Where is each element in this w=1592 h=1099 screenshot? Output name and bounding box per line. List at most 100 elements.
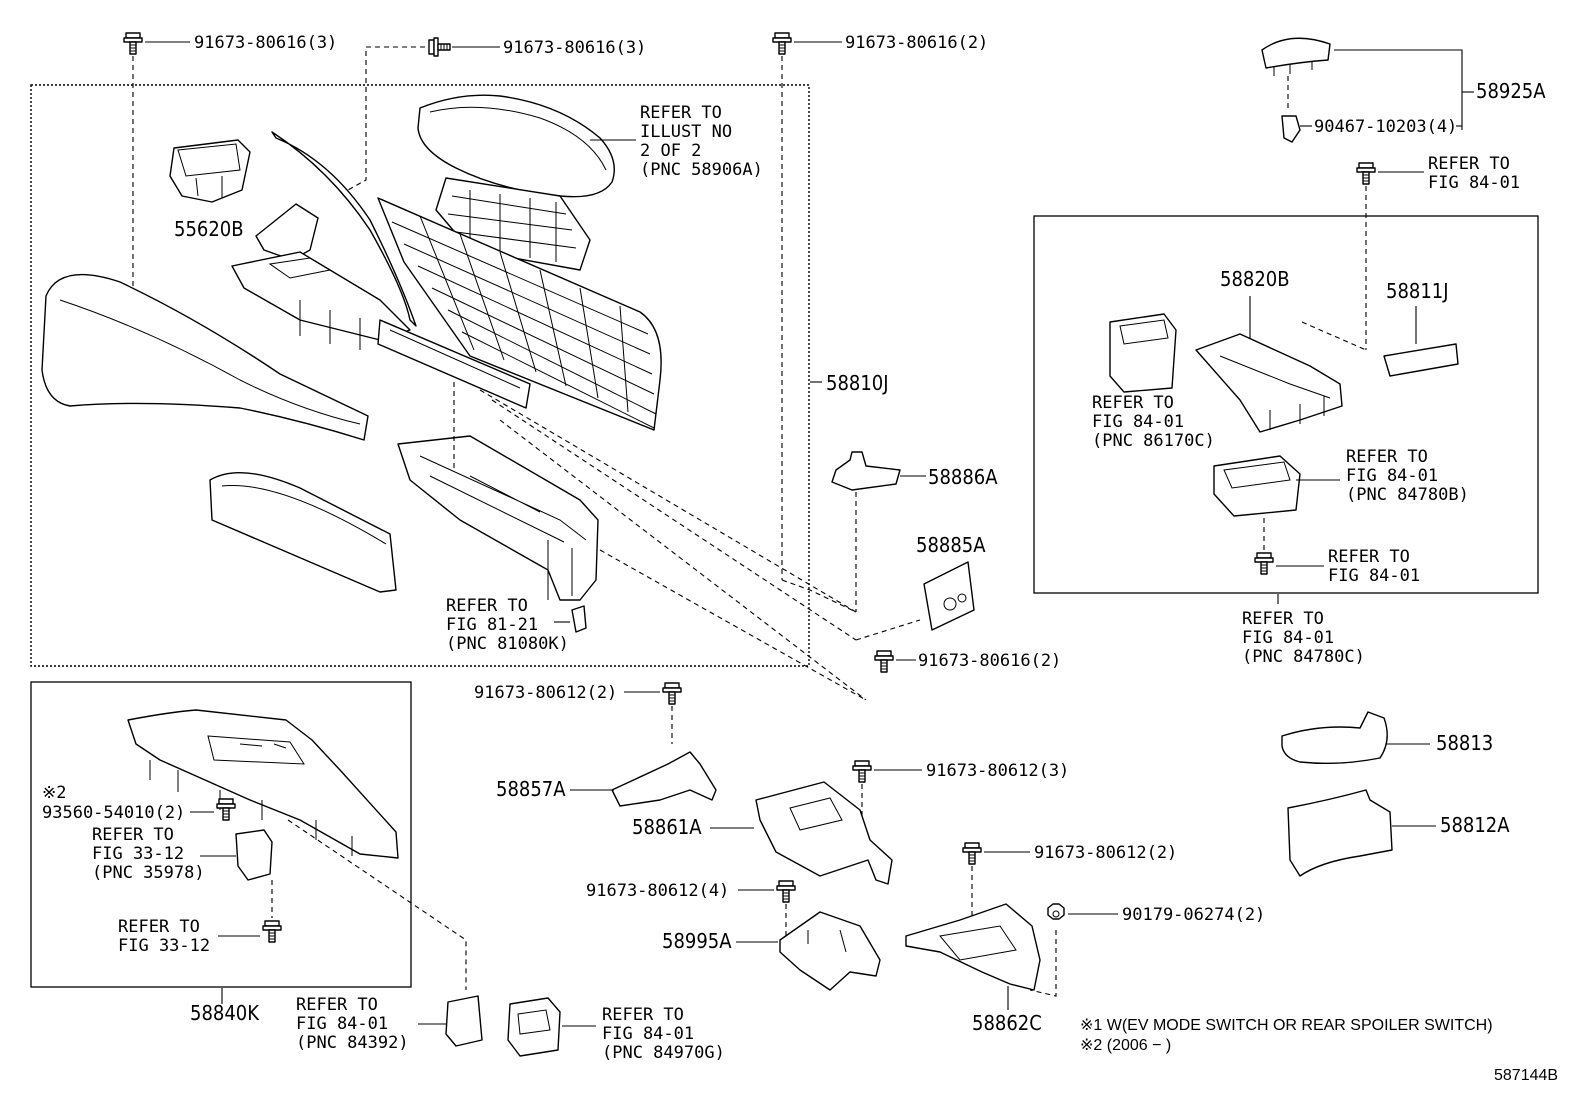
figure-id: 587144B <box>1494 1067 1558 1084</box>
bolt-label-91673-80616-2b: 91673-80616(2) <box>918 651 1061 671</box>
bolt-91673-80612-a <box>624 682 682 744</box>
svg-text:REFER TO: REFER TO <box>1328 547 1410 567</box>
bracket-58995A <box>736 911 881 991</box>
svg-text:FIG 84-01: FIG 84-01 <box>296 1014 388 1034</box>
svg-text:REFER TO: REFER TO <box>640 103 722 123</box>
svg-text:(PNC 35978): (PNC 35978) <box>92 863 205 883</box>
clip-90467-10203 <box>1281 76 1462 143</box>
detail-frame-58840K <box>30 681 412 988</box>
footnote-2: ※2 (2006 − ) <box>1080 1037 1171 1054</box>
ref-86170C: REFER TO FIG 84-01 (PNC 86170C) <box>1092 393 1215 451</box>
part-number-58886A: 58886A <box>928 465 998 489</box>
left-side-panel <box>41 273 369 441</box>
svg-text:FIG 84-01: FIG 84-01 <box>1428 173 1520 193</box>
svg-text:REFER TO: REFER TO <box>1346 447 1428 467</box>
bolt-refer-33-12 <box>218 880 282 943</box>
cup-holder-55620B <box>169 139 251 203</box>
bolt-label-91673-80616-3a: 91673-80616(3) <box>194 33 337 53</box>
trim-58811J <box>1301 306 1459 377</box>
switch-84392 <box>418 995 483 1047</box>
assembly-frame-58810J <box>30 84 810 667</box>
svg-text:REFER TO: REFER TO <box>1242 609 1324 629</box>
svg-text:(PNC 86170C): (PNC 86170C) <box>1092 431 1215 451</box>
part-number-58925A: 58925A <box>1476 79 1546 103</box>
bracket-58857A <box>570 751 717 807</box>
switch-35978 <box>200 829 273 881</box>
bolt-label-91673-80616-3b: 91673-80616(3) <box>503 38 646 58</box>
svg-text:FIG 84-01: FIG 84-01 <box>1346 466 1438 486</box>
console-grid-panel <box>377 197 662 431</box>
svg-text:REFER TO: REFER TO <box>1092 393 1174 413</box>
svg-text:FIG 84-01: FIG 84-01 <box>1328 566 1420 586</box>
switch-84780B <box>1213 455 1340 550</box>
note-mark-2: ※2 <box>42 783 66 803</box>
svg-text:FIG 33-12: FIG 33-12 <box>118 936 210 956</box>
bolt-93560-54010 <box>190 798 236 821</box>
ref-84780C: REFER TO FIG 84-01 (PNC 84780C) <box>1242 609 1365 667</box>
bolt-refer-84-01-right <box>1254 552 1324 575</box>
svg-text:FIG 84-01: FIG 84-01 <box>1242 628 1334 648</box>
part-number-58820B: 58820B <box>1220 267 1290 291</box>
svg-text:(PNC 81080K): (PNC 81080K) <box>446 634 569 654</box>
bolt-91673-80612-c <box>738 880 796 940</box>
svg-text:(PNC 84780B): (PNC 84780B) <box>1346 485 1469 505</box>
svg-text:FIG 84-01: FIG 84-01 <box>602 1024 694 1044</box>
svg-text:ILLUST NO: ILLUST NO <box>640 122 732 142</box>
lower-trim-panel <box>209 471 397 593</box>
center-rail <box>377 319 531 409</box>
ref-84392: REFER TO FIG 84-01 (PNC 84392) <box>296 995 409 1053</box>
ref-84780B: REFER TO FIG 84-01 (PNC 84780B) <box>1346 447 1469 505</box>
clip-label-90467-10203-4: 90467-10203(4) <box>1314 117 1457 137</box>
bolt-91673-80616-b <box>347 37 500 191</box>
footnote-1: ※1 W(EV MODE SWITCH OR REAR SPOILER SWIT… <box>1080 1017 1493 1034</box>
part-number-58840K: 58840K <box>190 1001 260 1025</box>
part-number-58857A: 58857A <box>496 777 566 801</box>
svg-text:FIG 33-12: FIG 33-12 <box>92 844 184 864</box>
svg-text:REFER TO: REFER TO <box>118 917 200 937</box>
svg-text:FIG 84-01: FIG 84-01 <box>1092 412 1184 432</box>
console-box <box>397 435 599 601</box>
svg-text:2 OF 2: 2 OF 2 <box>640 141 701 161</box>
bolt-label-91673-80612-2b: 91673-80612(2) <box>1034 843 1177 863</box>
trim-58813 <box>1281 711 1430 765</box>
switch-86170C <box>1109 313 1177 393</box>
bolt-label-91673-80616-2a: 91673-80616(2) <box>845 33 988 53</box>
svg-text:(PNC 58906A): (PNC 58906A) <box>640 160 763 180</box>
ref-58906A: REFER TO ILLUST NO 2 OF 2 (PNC 58906A) <box>640 103 763 180</box>
part-number-58812A: 58812A <box>1440 813 1510 837</box>
detail-frame-58820B <box>1033 215 1539 594</box>
switch-84970G <box>507 997 596 1057</box>
nut-90179-06274 <box>1047 903 1118 920</box>
bolt-91673-80616-d <box>874 650 916 673</box>
bracket-58886A <box>831 451 926 612</box>
bolt-label-93560-54010-2: 93560-54010(2) <box>42 803 185 823</box>
part-number-58811J: 58811J <box>1386 279 1449 303</box>
cover-58925A <box>1261 37 1474 130</box>
ref-bolt-right: REFER TO FIG 84-01 <box>1328 547 1420 586</box>
bracket-58861A <box>710 781 893 885</box>
part-number-58862C: 58862C <box>972 1011 1042 1035</box>
ref-33-12: REFER TO FIG 33-12 <box>118 917 210 956</box>
bracket-58862C <box>905 903 1057 1010</box>
bolt-91673-80612-d <box>962 842 1030 920</box>
trim-58812A <box>1287 789 1436 877</box>
bolt-label-91673-80612-3: 91673-80612(3) <box>926 761 1069 781</box>
bezel-58820B <box>1195 296 1343 433</box>
bolt-label-91673-80612-2a: 91673-80612(2) <box>474 683 617 703</box>
bolt-label-91673-80612-4: 91673-80612(4) <box>586 881 729 901</box>
ref-top-right: REFER TO FIG 84-01 <box>1428 154 1520 193</box>
svg-text:(PNC 84970G): (PNC 84970G) <box>602 1043 725 1063</box>
ref-35978: REFER TO FIG 33-12 (PNC 35978) <box>92 825 205 883</box>
bolt-refer-84-01-top <box>1356 162 1424 350</box>
part-number-58810J: 58810J <box>826 371 889 395</box>
ref-81080K: REFER TO FIG 81-21 (PNC 81080K) <box>446 596 569 654</box>
armrest-lid <box>417 94 615 198</box>
part-number-58813: 58813 <box>1436 731 1493 755</box>
svg-text:REFER TO: REFER TO <box>602 1005 684 1025</box>
svg-text:REFER TO: REFER TO <box>446 596 528 616</box>
part-number-55620B: 55620B <box>174 217 244 241</box>
part-number-58885A: 58885A <box>916 533 986 557</box>
svg-text:(PNC 84780C): (PNC 84780C) <box>1242 647 1365 667</box>
svg-text:REFER TO: REFER TO <box>296 995 378 1015</box>
